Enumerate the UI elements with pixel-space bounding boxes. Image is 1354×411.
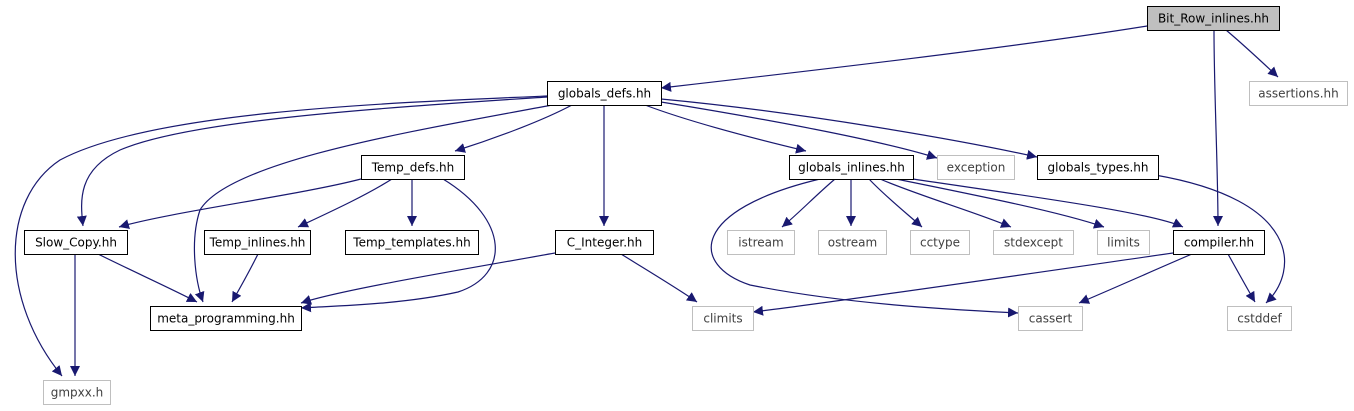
node-label: assertions.hh [1258, 87, 1338, 101]
edge-globals_inlines-to-stdexcept [879, 178, 1012, 228]
node-label: C_Integer.hh [567, 236, 642, 250]
node-slow_copy[interactable]: Slow_Copy.hh [24, 230, 128, 255]
node-box [555, 230, 654, 255]
edge-compiler-to-cassert [1078, 253, 1193, 304]
node-label: meta_programming.hh [157, 312, 295, 326]
node-box [1018, 306, 1083, 331]
node-box [150, 306, 302, 331]
edge-bit_row_inlines-to-assertions [1225, 29, 1279, 78]
edge-globals_inlines-to-istream [781, 178, 836, 228]
edge-compiler-to-cstddef [1227, 253, 1256, 303]
node-box [727, 230, 795, 255]
node-label: gmpxx.h [51, 386, 104, 400]
node-temp_defs[interactable]: Temp_defs.hh [361, 155, 465, 180]
node-box [547, 81, 662, 106]
node-label: limits [1107, 236, 1140, 250]
edge-globals_inlines-to-limits [895, 178, 1105, 229]
edge-globals_defs-to-meta_programming [193, 104, 553, 303]
edge-globals_defs-to-globals_inlines [644, 104, 807, 154]
node-globals_types[interactable]: globals_types.hh [1037, 155, 1159, 180]
node-label: stdexcept [1004, 236, 1063, 250]
node-assertions: assertions.hh [1249, 81, 1348, 106]
node-label: Temp_inlines.hh [209, 236, 306, 250]
edge-temp_inlines-to-meta_programming [231, 253, 259, 303]
node-stdexcept: stdexcept [993, 230, 1074, 255]
node-label: cstddef [1237, 312, 1282, 326]
edge-slow_copy-to-meta_programming [97, 253, 198, 303]
node-box [1097, 230, 1150, 255]
node-label: Temp_defs.hh [371, 161, 454, 175]
node-ostream: ostream [818, 230, 887, 255]
node-box [1147, 6, 1280, 31]
node-label: climits [703, 312, 742, 326]
edges [14, 25, 1286, 377]
node-label: globals_inlines.hh [798, 161, 905, 175]
edge-temp_defs-to-temp_inlines [297, 178, 393, 228]
node-label: Slow_Copy.hh [35, 236, 117, 250]
edge-globals_inlines-to-cctype [868, 178, 923, 228]
node-globals_defs[interactable]: globals_defs.hh [547, 81, 662, 106]
node-box [345, 230, 479, 255]
edge-globals_defs-to-gmpxx [14, 95, 548, 377]
node-box [993, 230, 1074, 255]
edge-c_integer-to-meta_programming [300, 252, 556, 305]
node-temp_templates[interactable]: Temp_templates.hh [345, 230, 479, 255]
node-box [692, 306, 754, 331]
edge-globals_defs-to-globals_types [660, 98, 1038, 160]
node-box [1249, 81, 1348, 106]
node-box [1173, 230, 1265, 255]
node-label: ostream [828, 236, 877, 250]
edge-globals_defs-to-slow_copy [76, 96, 548, 227]
node-box [818, 230, 887, 255]
node-label: globals_types.hh [1048, 161, 1149, 175]
edge-bit_row_inlines-to-compiler [1212, 29, 1223, 227]
node-box [910, 230, 970, 255]
node-box [1037, 155, 1159, 180]
node-box [789, 155, 914, 180]
node-gmpxx: gmpxx.h [43, 380, 111, 405]
node-label: cassert [1029, 312, 1073, 326]
edge-temp_defs-to-slow_copy [118, 178, 362, 229]
edge-globals_types-to-cstddef [1154, 174, 1286, 304]
node-label: exception [947, 161, 1006, 175]
node-label: istream [738, 236, 783, 250]
node-globals_inlines[interactable]: globals_inlines.hh [789, 155, 914, 180]
node-meta_programming[interactable]: meta_programming.hh [150, 306, 302, 331]
node-box [361, 155, 465, 180]
node-box [204, 230, 311, 255]
node-cctype: cctype [910, 230, 970, 255]
node-limits: limits [1097, 230, 1150, 255]
node-compiler[interactable]: compiler.hh [1173, 230, 1265, 255]
node-climits: climits [692, 306, 754, 331]
node-box [937, 155, 1015, 180]
node-bit_row_inlines[interactable]: Bit_Row_inlines.hh [1147, 6, 1280, 31]
node-temp_inlines[interactable]: Temp_inlines.hh [204, 230, 311, 255]
node-label: globals_defs.hh [558, 87, 651, 101]
edge-bit_row_inlines-to-globals_defs [660, 25, 1148, 92]
node-label: compiler.hh [1184, 236, 1254, 250]
node-label: cctype [920, 236, 960, 250]
edge-globals_defs-to-exception [660, 101, 938, 160]
node-box [24, 230, 128, 255]
node-exception: exception [937, 155, 1015, 180]
node-label: Bit_Row_inlines.hh [1158, 12, 1269, 26]
edge-globals_defs-to-temp_defs [454, 104, 573, 153]
node-label: Temp_templates.hh [352, 236, 470, 250]
edge-compiler-to-climits [752, 252, 1174, 316]
edge-c_integer-to-climits [620, 253, 698, 303]
node-cassert: cassert [1018, 306, 1083, 331]
node-c_integer[interactable]: C_Integer.hh [555, 230, 654, 255]
node-box [43, 380, 111, 405]
edge-globals_inlines-to-cassert [710, 178, 1019, 318]
nodes: Bit_Row_inlines.hh globals_defs.hh asserti… [24, 6, 1348, 405]
edge-temp_defs-to-meta_programming [300, 178, 496, 313]
node-cstddef: cstddef [1227, 306, 1292, 331]
node-istream: istream [727, 230, 795, 255]
node-box [1227, 306, 1292, 331]
edge-globals_inlines-to-compiler [912, 178, 1184, 228]
